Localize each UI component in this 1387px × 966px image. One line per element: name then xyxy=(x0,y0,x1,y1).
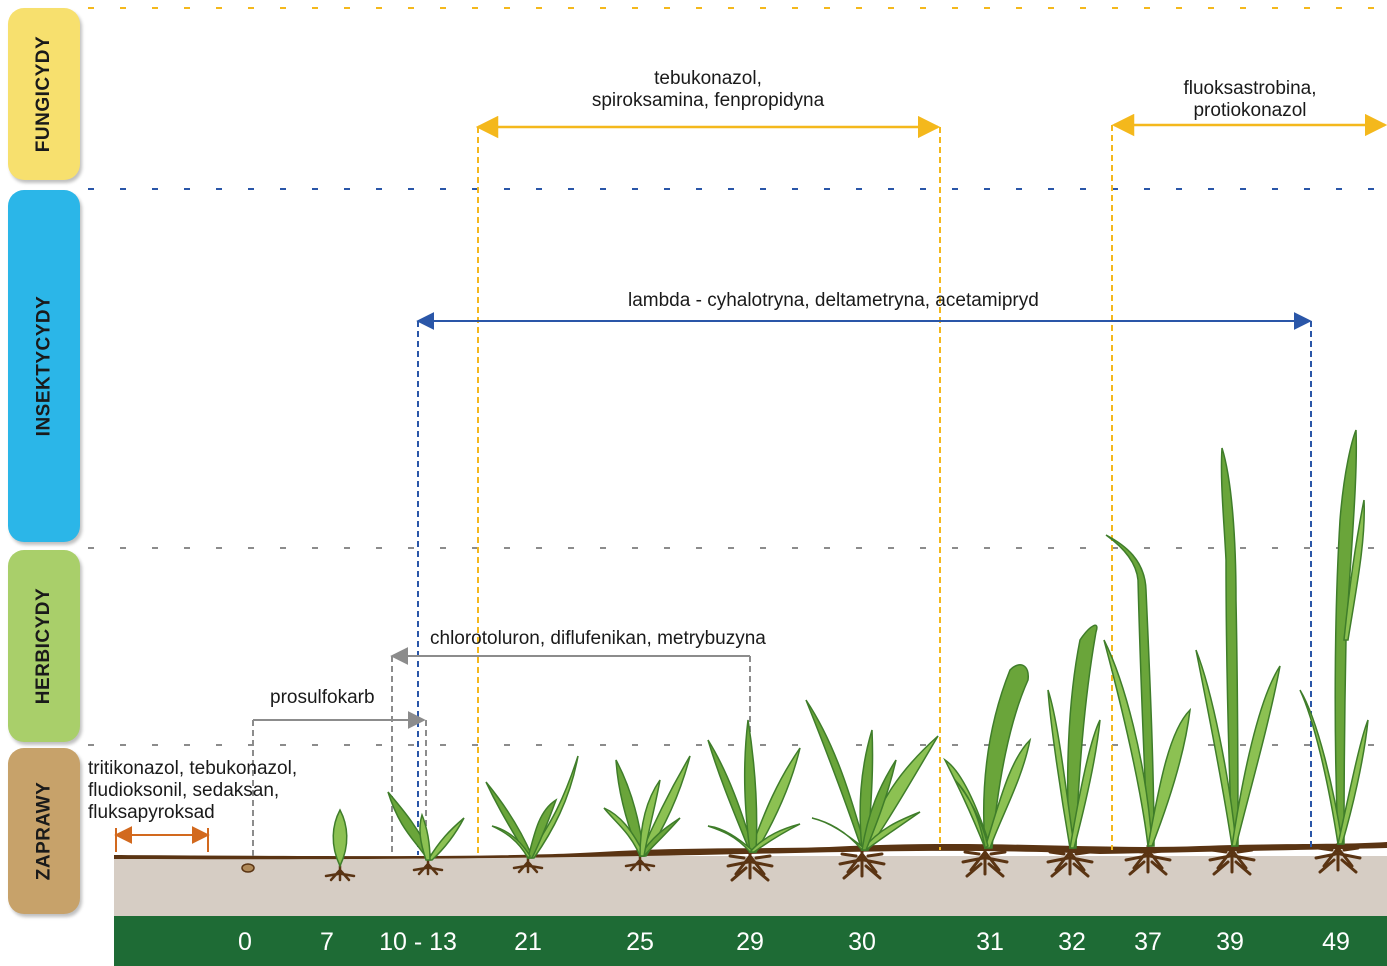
fungicide-bracket-2 xyxy=(1111,113,1387,850)
seed-dressing-line2: fludioksonil, sedaksan, xyxy=(88,780,280,801)
insecticide-label: lambda - cyhalotryna, deltametryna, acet… xyxy=(628,290,1039,311)
herbicide-1-label: chlorotoluron, diflufenikan, metrybuzyna xyxy=(430,628,766,649)
seed-dressing-line1: tritikonazol, tebukonazol, xyxy=(88,758,298,779)
stage-label-10-13: 10 - 13 xyxy=(379,928,457,956)
plant-stage-10-13 xyxy=(387,791,465,876)
plant-stage-25 xyxy=(603,755,691,872)
fungicide-2-line1: fluoksastrobina, xyxy=(1183,78,1317,99)
insecticide-bracket xyxy=(416,312,1312,855)
plant-stage-31 xyxy=(943,664,1032,878)
plant-stage-30 xyxy=(805,699,939,880)
stage-label-39: 39 xyxy=(1216,928,1244,956)
stage-label-37: 37 xyxy=(1134,928,1162,956)
stage-label-29: 29 xyxy=(736,928,764,956)
fungicide-bracket-1 xyxy=(475,115,941,855)
plant-stage-49 xyxy=(1299,429,1369,874)
seed-dressing-label: tritikonazol, tebukonazol, fludioksonil,… xyxy=(88,758,297,824)
stage-label-7: 7 xyxy=(320,928,334,956)
fungicide-1-line1: tebukonazol, xyxy=(654,68,762,89)
stage-label-32: 32 xyxy=(1058,928,1086,956)
herbicide-2-label: prosulfokarb xyxy=(270,687,375,708)
plant-stage-29 xyxy=(707,719,801,882)
category-herbicides: HERBICYDY xyxy=(8,550,80,742)
stage-label-0: 0 xyxy=(238,928,252,956)
seed-dressing-line3: fluksapyroksad xyxy=(88,802,215,823)
fungicide-1-line2: spiroksamina, fenpropidyna xyxy=(591,90,825,111)
plant-stage-39 xyxy=(1195,447,1281,876)
plant-stage-37 xyxy=(1103,534,1192,876)
stage-label-25: 25 xyxy=(626,928,654,956)
plant-stage-0 xyxy=(241,863,255,873)
category-insecticides: INSEKTYCYDY xyxy=(8,190,80,542)
plant-stage-7 xyxy=(324,808,356,882)
category-fungicides: FUNGICYDY xyxy=(8,8,80,180)
fungicide-2-line2: protiokonazol xyxy=(1193,100,1307,121)
stage-label-49: 49 xyxy=(1322,928,1350,956)
category-seed-dressings: ZAPRAWY xyxy=(8,748,80,914)
stage-label-21: 21 xyxy=(514,928,542,956)
fungicide-2-label: fluoksastrobina, protiokonazol xyxy=(1140,78,1360,122)
stage-label-30: 30 xyxy=(848,928,876,956)
seed-dressing-bracket xyxy=(114,826,210,852)
stage-label-31: 31 xyxy=(976,928,1004,956)
fungicide-1-label: tebukonazol, spiroksamina, fenpropidyna xyxy=(558,68,858,112)
plant-stage-32 xyxy=(1046,624,1101,878)
herbicide-bracket-1 xyxy=(390,647,751,856)
growth-stage-bar xyxy=(114,916,1387,966)
plant-stage-21 xyxy=(485,755,579,874)
